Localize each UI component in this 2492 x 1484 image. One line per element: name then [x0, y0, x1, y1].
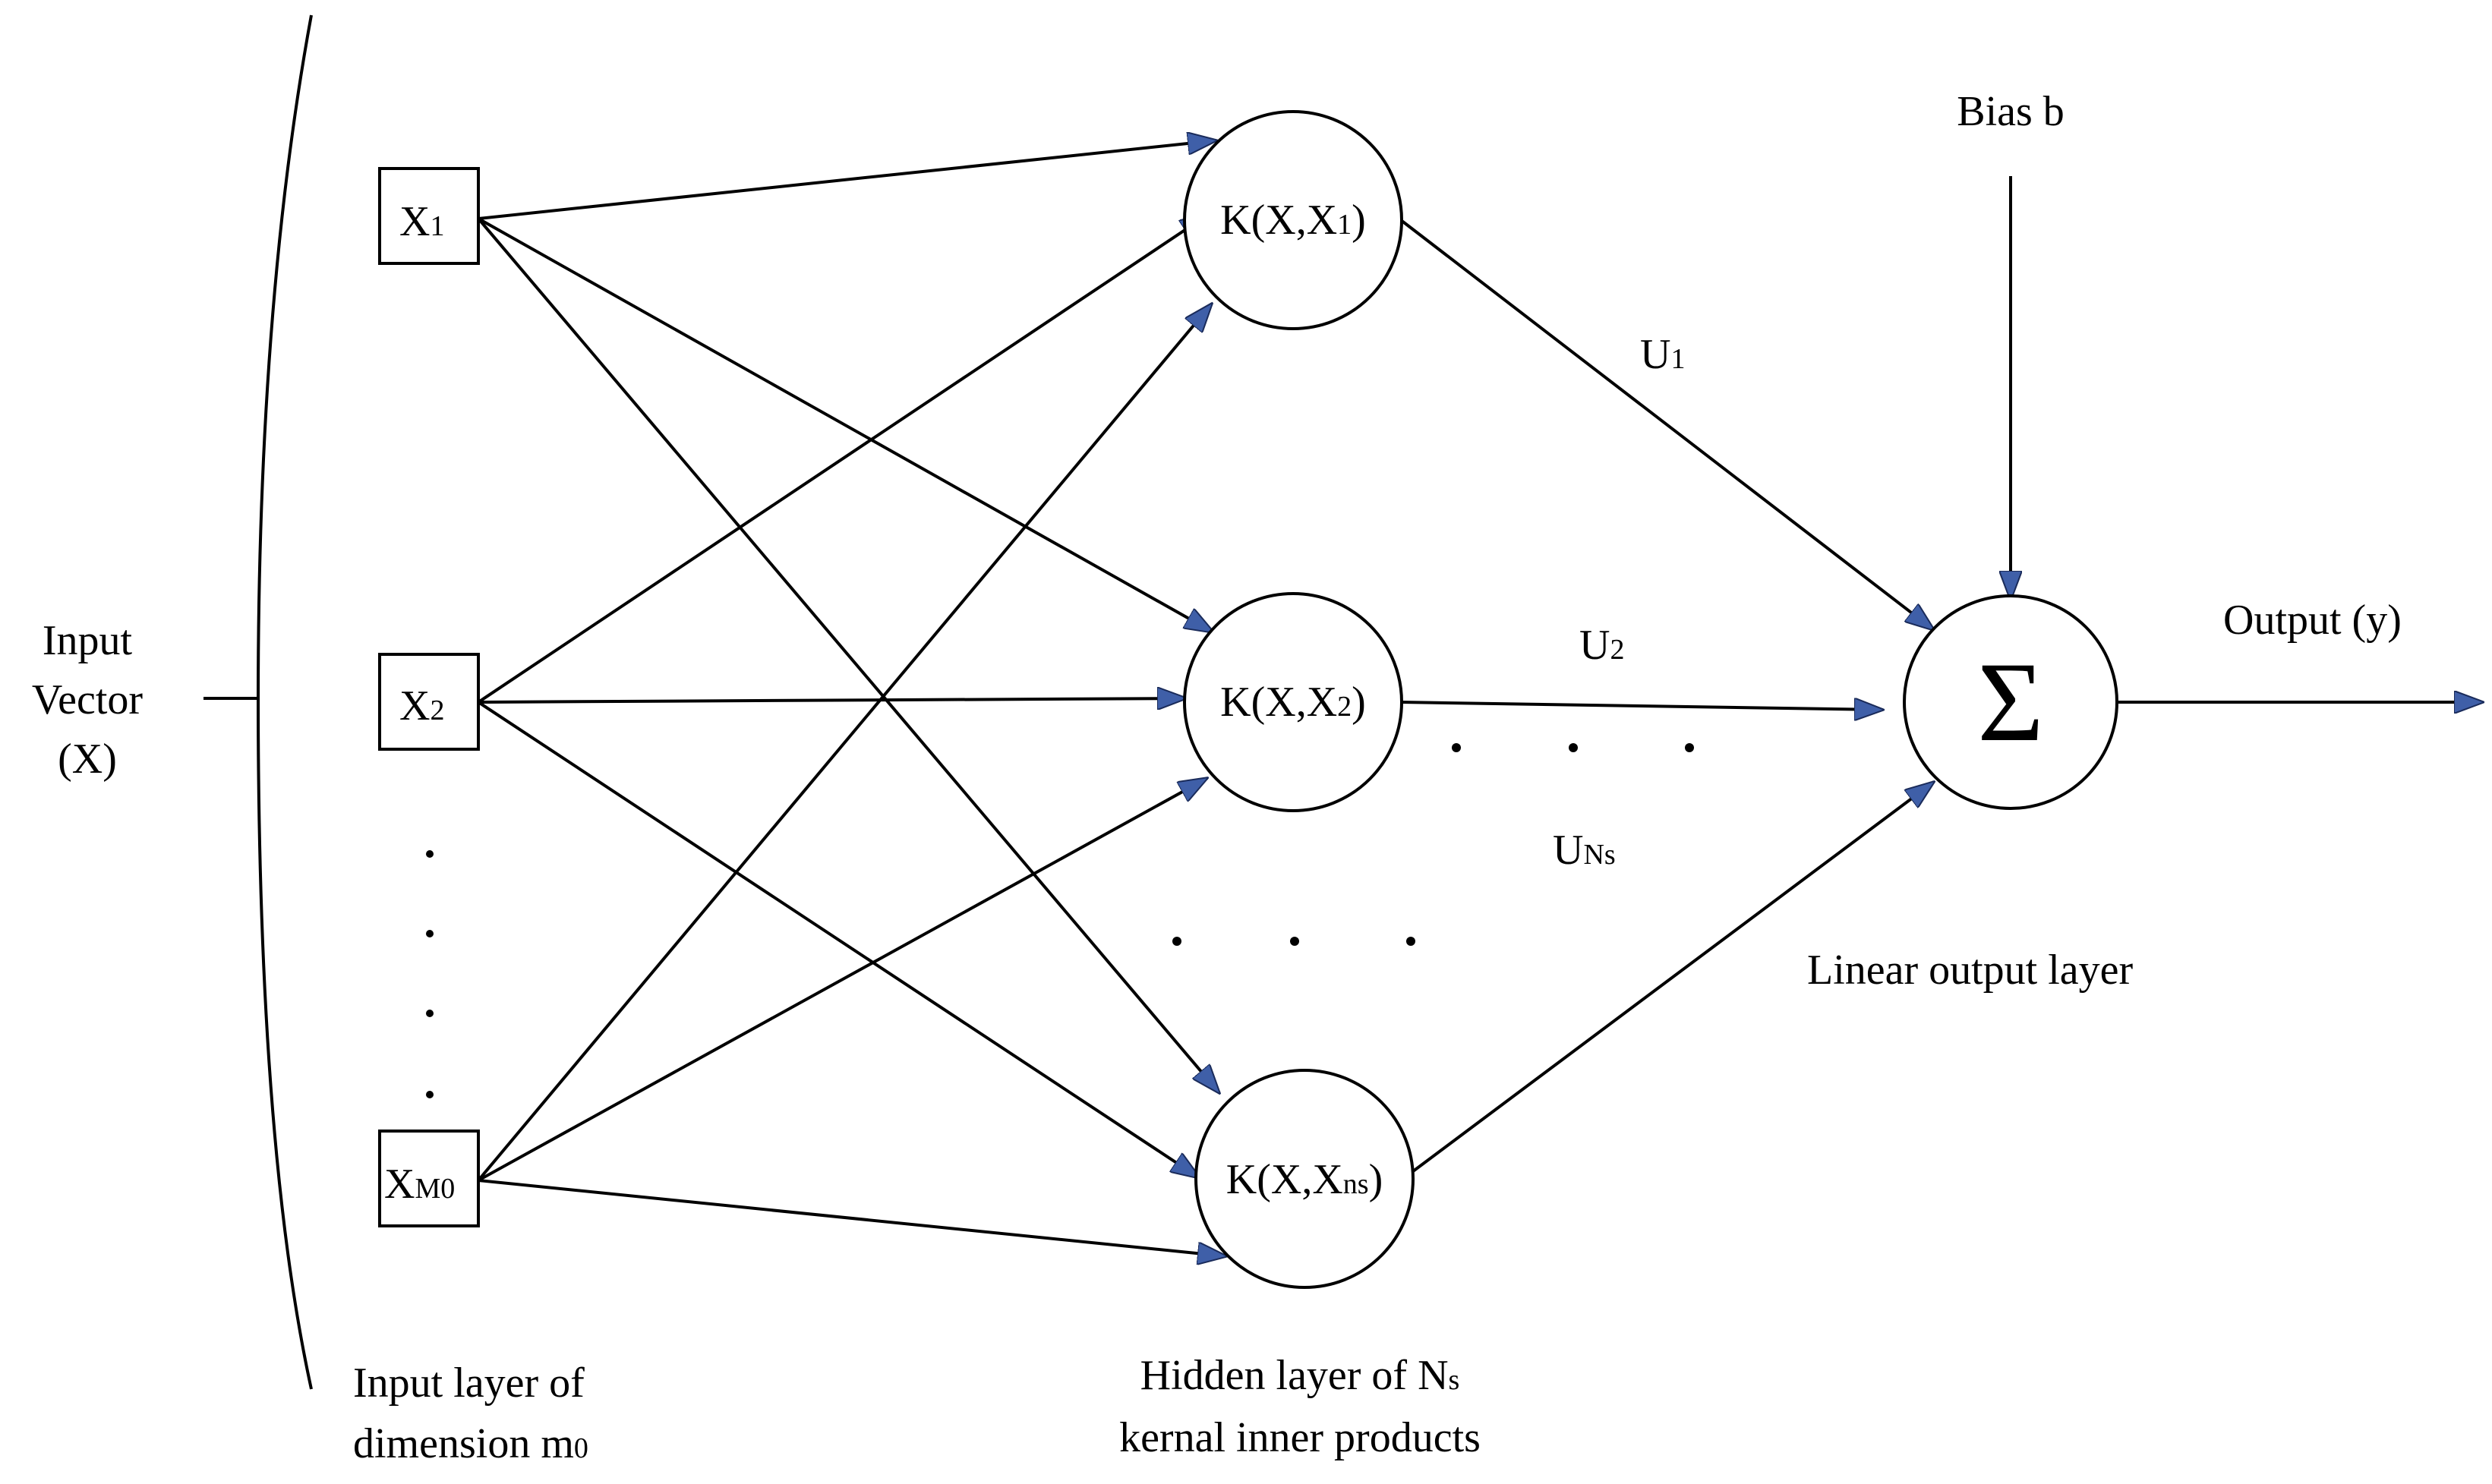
- input-node-box: [378, 653, 480, 751]
- ellipsis-dot: [1569, 743, 1578, 752]
- kernel-node-1: K(X,X1): [1183, 110, 1403, 330]
- edge-xm0-k1: [477, 304, 1212, 1182]
- kernel-node-2: K(X,X2): [1183, 592, 1403, 812]
- input-node-box: [378, 1130, 480, 1227]
- ellipsis-dot: [1290, 937, 1299, 946]
- input-to-kernel-edges: [477, 140, 1226, 1256]
- input-bracket: [256, 14, 313, 1390]
- ellipsis-dot: [1685, 743, 1694, 752]
- input-node-xm0: XM0: [378, 1130, 480, 1227]
- summation-circle: [1903, 594, 2118, 810]
- weight-label-u2: U2: [1579, 622, 1624, 669]
- edge-kns-sum: [1399, 782, 1934, 1182]
- kernel-node-ns: K(X,Xns): [1194, 1069, 1415, 1289]
- ellipsis-dot: [426, 1010, 434, 1017]
- output-label: Output (y): [2223, 597, 2402, 644]
- edge-x1-k1: [478, 140, 1216, 220]
- input-node-label: XM0: [384, 1161, 455, 1208]
- kernel-node-label: K(X,Xns): [1226, 1156, 1383, 1203]
- hidden-ellipsis: [1172, 937, 1415, 946]
- edge-x2-k1: [477, 214, 1209, 704]
- input-layer-label-line1: Input layer of: [353, 1360, 585, 1407]
- linear-output-layer-label: Linear output layer: [1807, 947, 2134, 994]
- input-vector-label-line1: Input: [43, 617, 133, 664]
- input-ellipsis: [426, 850, 434, 1098]
- kernel-node-label: K(X,X2): [1220, 679, 1366, 726]
- input-vector-label-line3: (X): [58, 736, 117, 783]
- input-node-label: X2: [399, 682, 444, 729]
- edge-x2-kns: [477, 701, 1200, 1178]
- input-layer-label-line2: dimension m0: [353, 1420, 588, 1467]
- input-node-box: [378, 167, 480, 265]
- input-node-x2: X2: [378, 653, 480, 751]
- input-node-label: X1: [399, 198, 444, 245]
- ellipsis-dot: [1406, 937, 1415, 946]
- ellipsis-dot: [426, 930, 434, 937]
- kernel-node-circle: [1183, 592, 1403, 812]
- kernel-node-circle: [1183, 110, 1403, 330]
- edge-x1-k2: [478, 217, 1213, 632]
- weight-label-uns: UNs: [1553, 827, 1616, 874]
- ellipsis-dot: [426, 1091, 434, 1098]
- input-node-x1: X1: [378, 167, 480, 265]
- input-vector-label-line2: Vector: [32, 676, 144, 723]
- weight-label-u1: U1: [1640, 331, 1685, 378]
- weight-ellipsis: [1452, 743, 1694, 752]
- hidden-layer-label-line1: Hidden layer of Ns: [1140, 1352, 1460, 1399]
- kernel-to-sum-edges: [1399, 219, 1934, 1182]
- edge-k2-sum: [1400, 702, 1883, 710]
- kernel-node-label: K(X,X1): [1220, 197, 1366, 244]
- edge-x2-k2: [478, 698, 1186, 702]
- edge-k1-sum: [1399, 219, 1934, 630]
- ellipsis-dot: [1172, 937, 1181, 946]
- bias-label: Bias b: [1957, 88, 2065, 135]
- hidden-layer-label-line2: kernal inner products: [1119, 1414, 1481, 1461]
- sigma-symbol: Σ: [1977, 639, 2043, 765]
- summation-node: Σ: [1903, 594, 2118, 810]
- edge-x1-kns: [477, 217, 1219, 1093]
- kernel-node-circle: [1194, 1069, 1415, 1289]
- edge-xm0-k2: [478, 778, 1207, 1182]
- ellipsis-dot: [426, 850, 434, 858]
- edge-xm0-kns: [478, 1179, 1226, 1256]
- ellipsis-dot: [1452, 743, 1461, 752]
